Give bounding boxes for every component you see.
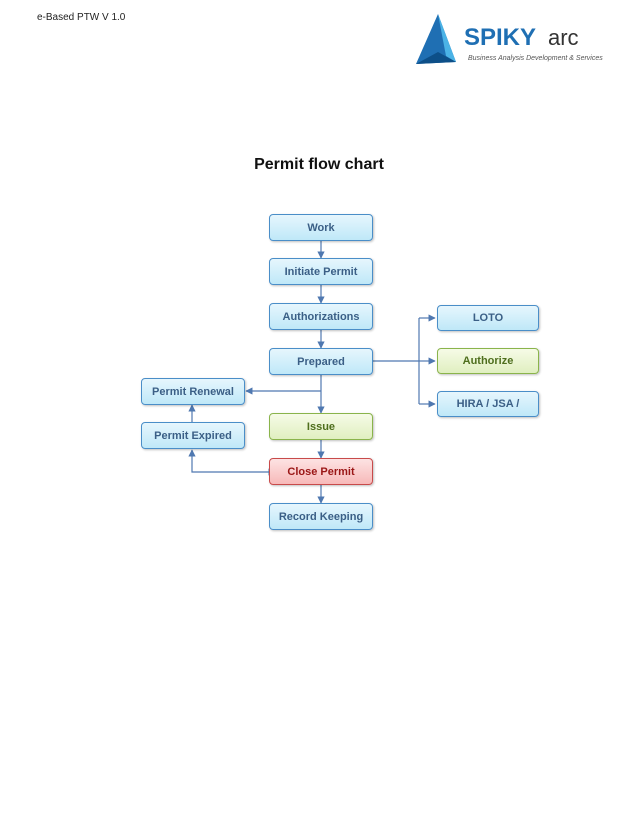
svg-text:SPIKY: SPIKY <box>464 24 536 51</box>
node-permit-renewal: Permit Renewal <box>141 378 245 405</box>
node-authorize: Authorize <box>437 348 539 374</box>
node-initiate-permit: Initiate Permit <box>269 258 373 285</box>
node-hira-jsa: HIRA / JSA / <box>437 391 539 417</box>
node-record-keeping: Record Keeping <box>269 503 373 530</box>
node-permit-expired: Permit Expired <box>141 422 245 449</box>
document-header-version: e-Based PTW V 1.0 <box>37 12 126 23</box>
svg-text:arc: arc <box>548 25 579 50</box>
node-prepared: Prepared <box>269 348 373 375</box>
connector-close-expired <box>188 449 276 476</box>
spiky-arc-logo: SPIKY arc Business Analysis Development … <box>416 14 603 64</box>
node-work: Work <box>269 214 373 241</box>
node-loto: LOTO <box>437 305 539 331</box>
node-close-permit: Close Permit <box>269 458 373 485</box>
node-issue: Issue <box>269 413 373 440</box>
node-authorizations: Authorizations <box>269 303 373 330</box>
page-title: Permit flow chart <box>254 156 384 173</box>
svg-text:Business Analysis Development: Business Analysis Development & Services <box>468 55 603 62</box>
